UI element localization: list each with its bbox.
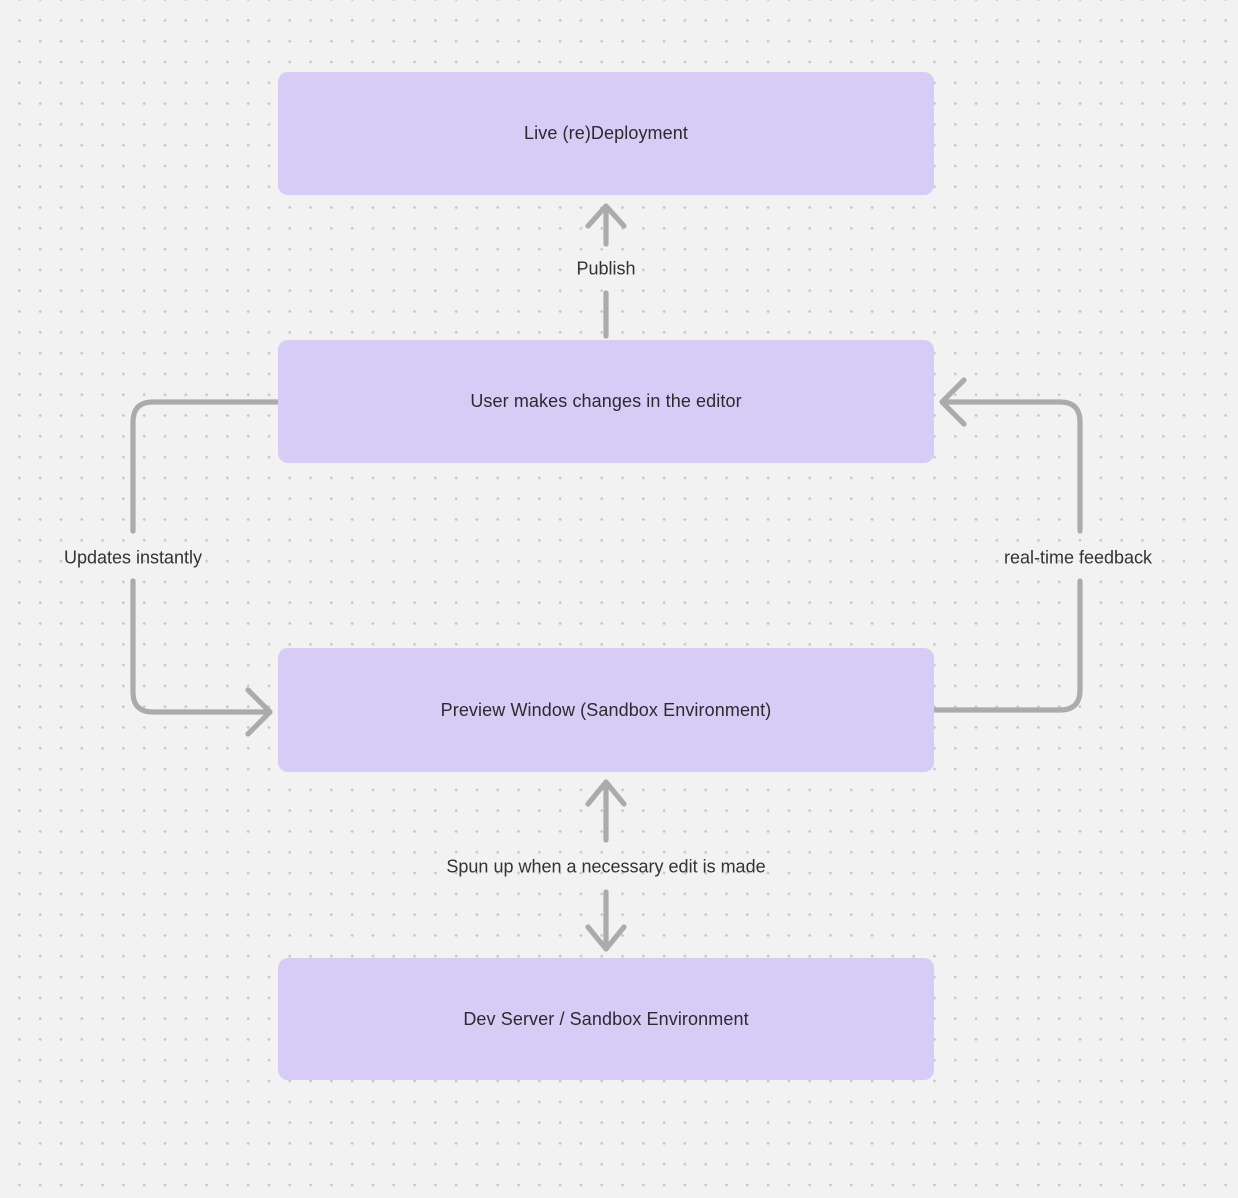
node-label: Live (re)Deployment	[524, 123, 688, 143]
arrowhead-left-icon	[939, 377, 967, 427]
edge-feedback-lower-segment	[931, 578, 1083, 713]
node-label: Preview Window (Sandbox Environment)	[440, 699, 772, 720]
edge-feedback-arrow[interactable]	[931, 377, 1083, 713]
arrowhead-right-icon	[245, 687, 273, 737]
edge-label-spun-up: Spun up when a necessary edit is made	[446, 856, 766, 877]
edge-label-realtime-feedback: real-time feedback	[1003, 547, 1153, 568]
edge-updates-lower-segment	[130, 578, 267, 715]
edge-feedback-upper-segment	[945, 399, 1083, 534]
node-preview-window[interactable]: Preview Window (Sandbox Environment)	[278, 648, 934, 772]
arrowhead-up-icon	[585, 203, 627, 229]
edge-updates-upper-segment	[130, 399, 281, 534]
node-label: Dev Server / Sandbox Environment	[463, 1008, 749, 1029]
arrowhead-up-icon	[585, 779, 627, 807]
edge-label-updates-instantly: Updates instantly	[63, 547, 203, 568]
arrowhead-down-icon	[585, 924, 627, 952]
node-live-redeployment[interactable]: Live (re)Deployment	[278, 72, 934, 195]
node-dev-server[interactable]: Dev Server / Sandbox Environment	[278, 958, 934, 1080]
edge-label-publish: Publish	[576, 258, 636, 279]
node-label: User makes changes in the editor	[470, 391, 742, 411]
node-user-makes-changes[interactable]: User makes changes in the editor	[278, 340, 934, 463]
